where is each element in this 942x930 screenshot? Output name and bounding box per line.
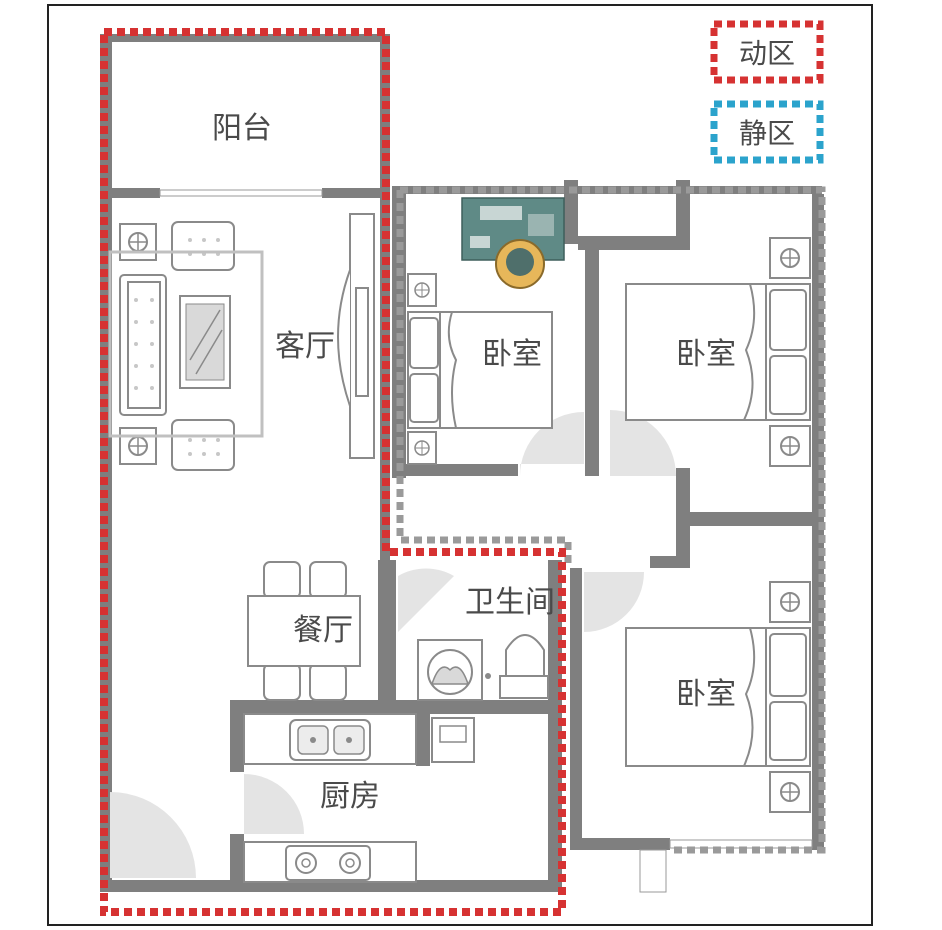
bedroom1-furniture: [407, 197, 565, 465]
dynamic-zone-boundary: [100, 28, 566, 916]
bathroom-fixtures: [417, 634, 549, 701]
door-swings: [110, 410, 676, 878]
kitchen-label: 厨房: [320, 779, 380, 814]
bedroom1-label: 卧室: [482, 337, 542, 372]
legend-static-label: 静区: [739, 117, 795, 150]
bedroom2-label: 卧室: [676, 337, 736, 372]
living-room-furniture: [108, 213, 375, 471]
kitchen-furniture: [243, 713, 475, 883]
legend: 动区 静区: [710, 20, 824, 164]
dining-room-furniture: [247, 561, 361, 701]
legend-static-swatch: [710, 100, 824, 164]
living-room-label: 客厅: [275, 329, 335, 364]
static-zone-boundary: [396, 186, 826, 854]
dining-room-label: 餐厅: [293, 613, 353, 648]
bedroom3-label: 卧室: [676, 677, 736, 712]
balcony-label: 阳台: [212, 111, 272, 146]
bathroom-label: 卫生间: [465, 585, 555, 620]
legend-dynamic-swatch: [710, 20, 824, 84]
legend-dynamic-label: 动区: [739, 37, 795, 70]
bedroom3-furniture: [625, 581, 811, 813]
bedroom3-window: [639, 839, 813, 893]
bedroom2-furniture: [625, 237, 811, 467]
